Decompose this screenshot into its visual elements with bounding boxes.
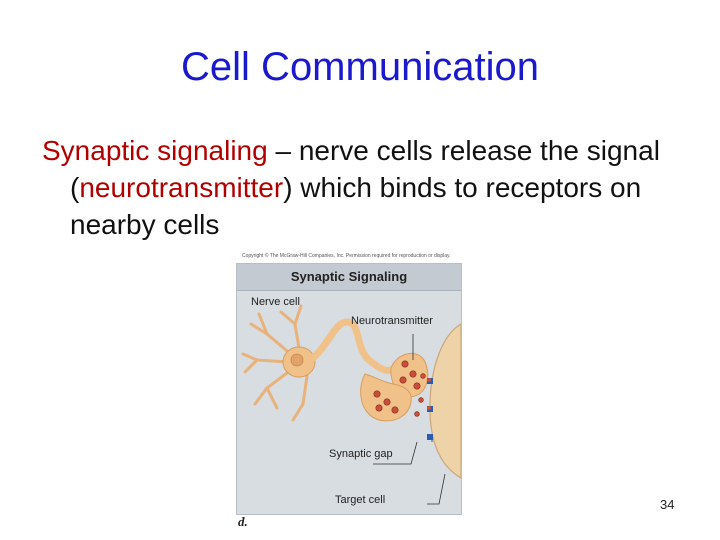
term-synaptic-signaling: Synaptic signaling	[42, 135, 268, 166]
axon	[313, 322, 399, 370]
label-neurotransmitter: Neurotransmitter	[351, 315, 433, 327]
figure-panel: Synaptic Signaling Nerve cell Neurotrans…	[236, 263, 462, 515]
synaptic-signaling-figure: Copyright © The McGraw-Hill Companies, I…	[236, 250, 462, 518]
figure-header: Synaptic Signaling	[237, 264, 461, 291]
slide-body-text: Synaptic signaling – nerve cells release…	[42, 132, 720, 243]
target-cell-shape	[430, 324, 461, 478]
slide-title: Cell Communication	[0, 42, 720, 92]
label-target-cell: Target cell	[335, 494, 385, 506]
term-neurotransmitter: neurotransmitter	[79, 172, 283, 203]
label-synaptic-gap: Synaptic gap	[329, 448, 393, 460]
figure-copyright: Copyright © The McGraw-Hill Companies, I…	[242, 253, 464, 259]
label-nerve-cell: Nerve cell	[251, 296, 300, 308]
page-number: 34	[660, 497, 674, 512]
figure-panel-letter: d.	[238, 514, 248, 530]
